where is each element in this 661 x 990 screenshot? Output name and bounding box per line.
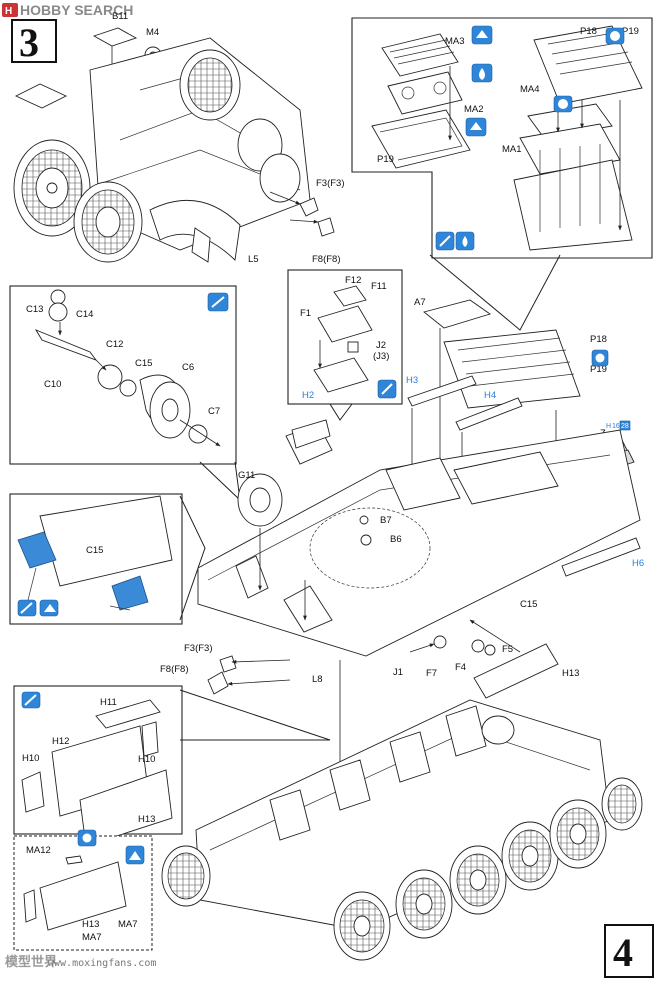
- label-h13-a: H13: [562, 668, 579, 679]
- label-ma4: MA4: [520, 84, 540, 95]
- label-f8: F8(F8): [312, 254, 341, 265]
- label-f4: F4: [455, 662, 466, 673]
- label-ma7-b: MA7: [82, 932, 102, 943]
- label-g11: G11: [238, 470, 255, 481]
- svg-text:H: H: [606, 423, 611, 430]
- label-l5: L5: [248, 254, 259, 265]
- label-c7: C7: [208, 406, 220, 417]
- label-ma1: MA1: [502, 144, 522, 155]
- detail-set-icon: [605, 27, 625, 45]
- label-p19-a: P19: [377, 154, 394, 165]
- svg-text:HOBBY SEARCH: HOBBY SEARCH: [20, 2, 133, 18]
- label-p18: P18: [580, 26, 597, 37]
- svg-text:3: 3: [19, 20, 39, 65]
- step-4-lower-hull: [161, 699, 643, 961]
- moxingfans-watermark: 模型世界 www.moxingfans.com: [5, 954, 156, 969]
- detail-box-stowage: [13, 685, 331, 847]
- label-h3: H3: [406, 375, 418, 386]
- label-h13-b: H13: [138, 814, 155, 825]
- label-a7: A7: [414, 297, 426, 308]
- part-hatch-assembled: [285, 419, 333, 465]
- detail-set-icon: [77, 829, 97, 847]
- label-h2: H2: [302, 390, 314, 401]
- detail-box-photo-etch: [13, 835, 153, 951]
- label-p19-c: P19: [590, 364, 607, 375]
- label-p18-b: P18: [590, 334, 607, 345]
- label-f1: F1: [300, 308, 311, 319]
- label-h12: H12: [52, 736, 69, 747]
- label-f8-b: F8(F8): [160, 664, 189, 675]
- label-b6: B6: [390, 534, 402, 545]
- svg-text:4: 4: [613, 930, 633, 975]
- step-3-number: 3: [11, 19, 57, 65]
- glue-icon: [455, 231, 475, 251]
- label-f7: F7: [426, 668, 437, 679]
- label-j3: (J3): [373, 351, 389, 362]
- cement-icon: [17, 599, 37, 617]
- paint-icon: [125, 845, 145, 865]
- label-f12: F12: [345, 275, 361, 286]
- label-h4: H4: [484, 390, 496, 401]
- label-c15-a: C15: [135, 358, 152, 369]
- label-c10: C10: [44, 379, 61, 390]
- detail-box-engine-deck: [351, 17, 653, 331]
- label-c13: C13: [26, 304, 43, 315]
- svg-text:H: H: [5, 6, 12, 17]
- label-p19-b: P19: [622, 26, 639, 37]
- cement-icon: [435, 231, 455, 251]
- label-c15-b: C15: [86, 545, 103, 556]
- detail-box-sprocket: [9, 285, 241, 502]
- glue-icon: [471, 63, 493, 83]
- svg-text:28: 28: [621, 423, 629, 430]
- label-c14: C14: [76, 309, 93, 320]
- label-b7: B7: [380, 515, 392, 526]
- cement-icon: [21, 691, 41, 709]
- svg-text:www.moxingfans.com: www.moxingfans.com: [48, 958, 156, 969]
- label-m4: M4: [146, 27, 159, 38]
- svg-text:16: 16: [612, 423, 620, 430]
- label-h10-a: H10: [22, 753, 39, 764]
- step-4-number: 4: [604, 924, 654, 978]
- paint-icon: [465, 117, 487, 137]
- label-f3-b: F3(F3): [184, 643, 213, 654]
- part-lower-fittings: [207, 619, 559, 891]
- step-3-hull-rear: [13, 37, 335, 263]
- label-h11: H11: [100, 697, 117, 708]
- label-h10-b: H10: [138, 754, 155, 765]
- cement-icon: [377, 379, 397, 399]
- hobby-search-watermark: H HOBBY SEARCH: [2, 2, 133, 18]
- label-c12: C12: [106, 339, 123, 350]
- cement-icon: [207, 292, 229, 312]
- paint-icon: [471, 25, 493, 45]
- label-l8: L8: [312, 674, 323, 685]
- label-f5: F5: [502, 644, 513, 655]
- svg-text:模型世界: 模型世界: [5, 954, 57, 969]
- track-range-tag: H 16 28: [606, 420, 631, 431]
- label-j2: J2: [376, 340, 386, 351]
- label-h13-c: H13: [82, 919, 99, 930]
- label-f11: F11: [371, 281, 387, 292]
- label-h6: H6: [632, 558, 644, 569]
- label-ma7-a: MA7: [118, 919, 138, 930]
- label-c15-c: C15: [520, 599, 537, 610]
- step-3-hull-upper: [197, 429, 641, 657]
- paint-icon: [39, 599, 59, 617]
- label-ma2: MA2: [464, 104, 484, 115]
- detail-set-icon: [553, 95, 573, 113]
- label-ma3: MA3: [445, 36, 465, 47]
- detail-box-hatch: [287, 269, 403, 421]
- detail-set-icon: [591, 349, 609, 367]
- detail-box-fender: [9, 493, 206, 625]
- label-f3: F3(F3): [316, 178, 345, 189]
- label-ma12: MA12: [26, 845, 51, 856]
- part-deck-pieces: [407, 299, 581, 501]
- label-c6: C6: [182, 362, 194, 373]
- label-b11: B11: [112, 11, 128, 22]
- label-j1: J1: [393, 667, 403, 678]
